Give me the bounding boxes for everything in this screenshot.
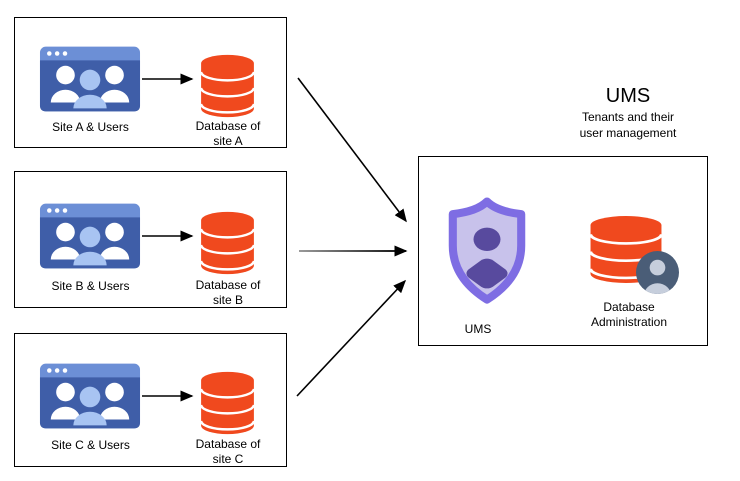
site-users-browser-icon xyxy=(39,363,141,429)
site-c-label: Site C & Users xyxy=(51,438,130,452)
shield-user-icon xyxy=(448,197,526,304)
database-icon xyxy=(199,211,256,275)
admin-user-badge-icon xyxy=(636,251,679,294)
site-a-label: Site A & Users xyxy=(52,120,129,134)
ums-title: UMS xyxy=(605,85,651,107)
site-c-db-label: Database of site C xyxy=(195,437,261,466)
ums-box: UMS Database Administration xyxy=(418,156,708,346)
site-users-browser-icon xyxy=(39,46,141,112)
site-a-box: Site A & Users Database of site A xyxy=(14,17,287,148)
ums-subtitle: Tenants and their user management xyxy=(579,110,677,140)
site-c-box: Site C & Users Database of site C xyxy=(14,333,287,467)
database-icon xyxy=(199,371,256,435)
site-users-browser-icon xyxy=(39,203,141,269)
database-administration-label: Database Administration xyxy=(590,300,668,329)
ums-shield-label: UMS xyxy=(464,322,492,336)
arrow-site-c-to-ums xyxy=(296,279,407,397)
site-b-db-label: Database of site B xyxy=(195,278,261,307)
database-icon xyxy=(199,54,256,118)
site-b-box: Site B & Users Database of site B xyxy=(14,171,287,308)
site-a-db-label: Database of site A xyxy=(195,119,261,148)
arrow-site-a-to-ums xyxy=(297,77,407,223)
site-b-label: Site B & Users xyxy=(51,279,130,293)
